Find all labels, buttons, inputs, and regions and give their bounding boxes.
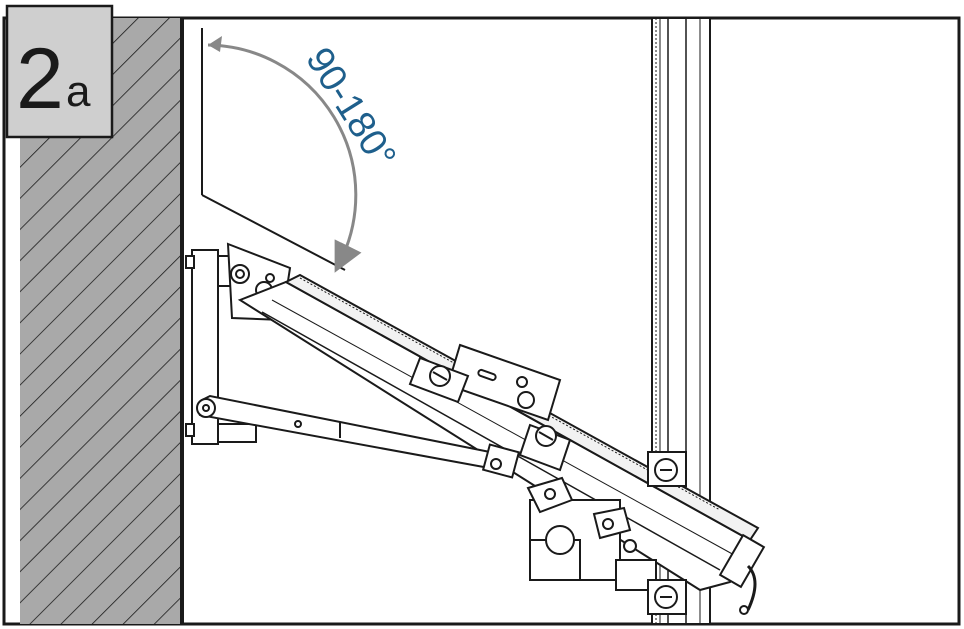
angle-arc-arrow [207, 43, 362, 273]
step-number: 2 [16, 31, 64, 127]
motor-assembly [526, 476, 657, 591]
mast-clamp-lower [647, 579, 687, 615]
angle-reference-lines [201, 28, 346, 271]
carriage-block [408, 343, 572, 472]
support-strut [196, 394, 521, 479]
mast-clamp-upper [647, 451, 687, 487]
angle-arc-arrow-start [208, 36, 222, 52]
step-badge: 2 a [5, 4, 114, 139]
step-suffix: a [66, 67, 91, 116]
